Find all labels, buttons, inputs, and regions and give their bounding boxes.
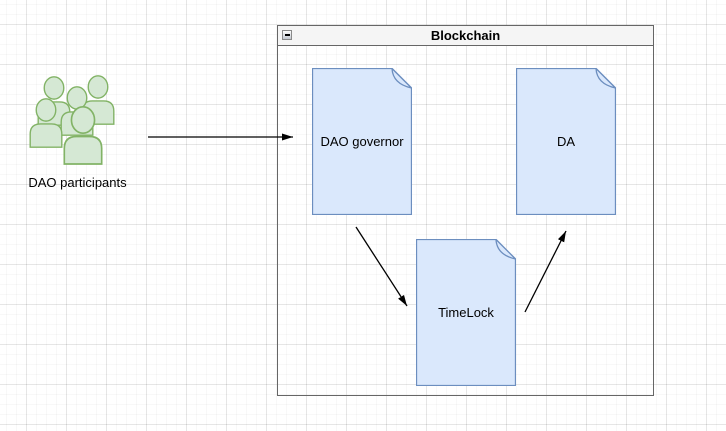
collapse-button[interactable] (282, 30, 292, 40)
edge-timelock-to-da[interactable] (524, 230, 567, 313)
node-dao-governor[interactable]: DAO governor (312, 68, 412, 215)
node-timelock[interactable]: TimeLock (416, 239, 516, 386)
note-icon (516, 68, 616, 215)
minus-icon (284, 34, 290, 36)
node-da[interactable]: DA (516, 68, 616, 215)
blockchain-titlebar: Blockchain (278, 26, 653, 46)
node-dao-governor-label: DAO governor (320, 134, 404, 149)
note-icon (312, 68, 412, 215)
dao-participants-label: DAO participants (28, 175, 127, 190)
node-timelock-label: TimeLock (438, 305, 494, 320)
note-icon (416, 239, 516, 386)
edge-governor-to-timelock[interactable] (355, 226, 408, 307)
node-da-label: DA (556, 134, 576, 149)
blockchain-title: Blockchain (430, 28, 501, 43)
blockchain-container[interactable]: Blockchain (277, 25, 654, 396)
